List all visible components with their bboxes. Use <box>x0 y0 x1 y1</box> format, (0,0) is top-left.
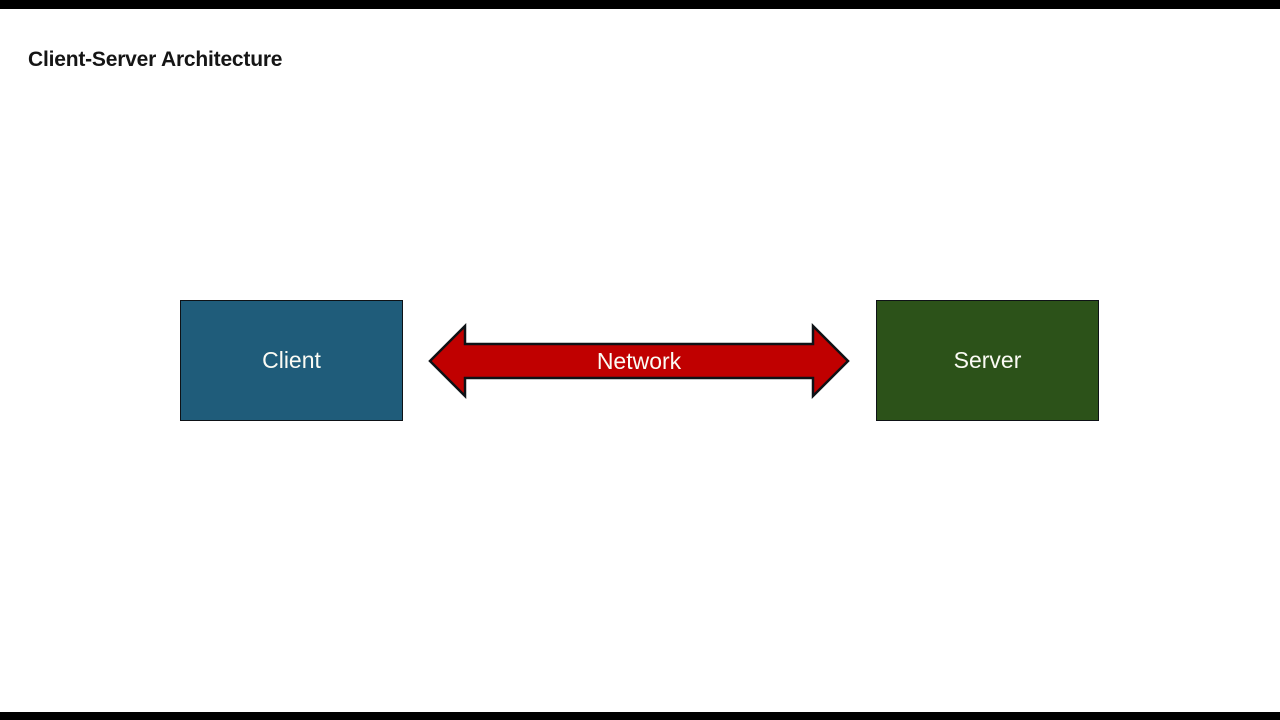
letterbox-top-bar <box>0 0 1280 9</box>
server-node: Server <box>876 300 1099 421</box>
network-double-arrow <box>428 322 850 400</box>
double-arrow-shape <box>428 322 850 400</box>
letterbox-bottom-bar <box>0 712 1280 720</box>
server-node-label: Server <box>953 347 1022 373</box>
client-node-label: Client <box>262 347 321 373</box>
page-title: Client-Server Architecture <box>28 48 283 71</box>
client-node: Client <box>180 300 403 421</box>
